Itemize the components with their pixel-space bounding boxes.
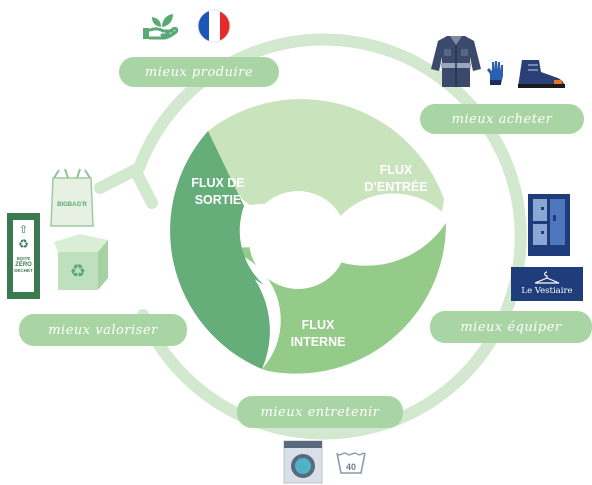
swirl-center bbox=[249, 191, 347, 289]
flux-entree-label: FLUX D’ENTRÉE bbox=[361, 162, 431, 196]
stage-acheter-pill: mieux acheter bbox=[420, 104, 584, 134]
box-line3: DÉCHET bbox=[14, 268, 33, 273]
bigbag-icon bbox=[50, 168, 94, 227]
vestiaire-text: Le Vestiaire bbox=[521, 286, 573, 296]
flux-entree-line2: D’ENTRÉE bbox=[364, 180, 428, 194]
flux-sortie-segment bbox=[170, 131, 270, 369]
hand-plant-icon bbox=[143, 14, 179, 40]
cycle-arrowhead bbox=[94, 164, 158, 209]
hanger-icon bbox=[534, 271, 560, 284]
recycling-box-icon: ♻ bbox=[54, 234, 108, 290]
flux-sortie-line2: SORTIE bbox=[194, 193, 242, 207]
safety-boot-icon bbox=[518, 60, 565, 88]
flux-interne-label: FLUX INTERNE bbox=[280, 317, 356, 351]
flux-sortie-label: FLUX DE SORTIE bbox=[178, 175, 258, 209]
stage-produire-pill: mieux produire bbox=[119, 57, 279, 87]
stage-valoriser-pill: mieux valoriser bbox=[19, 314, 187, 346]
washing-machine-icon bbox=[283, 440, 323, 484]
flux-entree-line1: FLUX bbox=[379, 163, 413, 177]
box-line1: BOITE bbox=[16, 256, 31, 261]
svg-text:♻: ♻ bbox=[70, 261, 86, 282]
flux-interne-line1: FLUX bbox=[301, 318, 335, 332]
flux-interne-line2: INTERNE bbox=[290, 335, 346, 349]
locker-icon bbox=[528, 194, 570, 256]
wash-temp-label: 40 bbox=[345, 462, 356, 472]
zero-waste-text: BOITE ZÉRO DÉCHET bbox=[13, 256, 34, 274]
glove-icon bbox=[487, 61, 503, 85]
stage-equiper-pill: mieux équiper bbox=[430, 311, 592, 343]
vestiaire-logo: Le Vestiaire bbox=[511, 267, 583, 301]
arrow-up-icon: ⇧ bbox=[18, 224, 29, 236]
box-line2: ZÉRO bbox=[15, 262, 32, 268]
wash-40-icon bbox=[336, 452, 366, 474]
flux-sortie-line1: FLUX DE bbox=[191, 176, 245, 190]
flux-entree-segment bbox=[208, 99, 444, 251]
stage-entretenir-pill: mieux entretenir bbox=[237, 396, 403, 428]
zero-waste-box-label-panel: ⇧ ♻ BOITE ZÉRO DÉCHET bbox=[13, 220, 34, 292]
work-jacket-icon bbox=[431, 36, 481, 87]
bigbag-label: BIGBAG'R bbox=[57, 202, 87, 208]
recycle-icon: ♻ bbox=[18, 237, 29, 251]
france-flag-icon bbox=[197, 9, 231, 43]
zero-waste-box-icon: ⇧ ♻ BOITE ZÉRO DÉCHET bbox=[7, 213, 40, 299]
